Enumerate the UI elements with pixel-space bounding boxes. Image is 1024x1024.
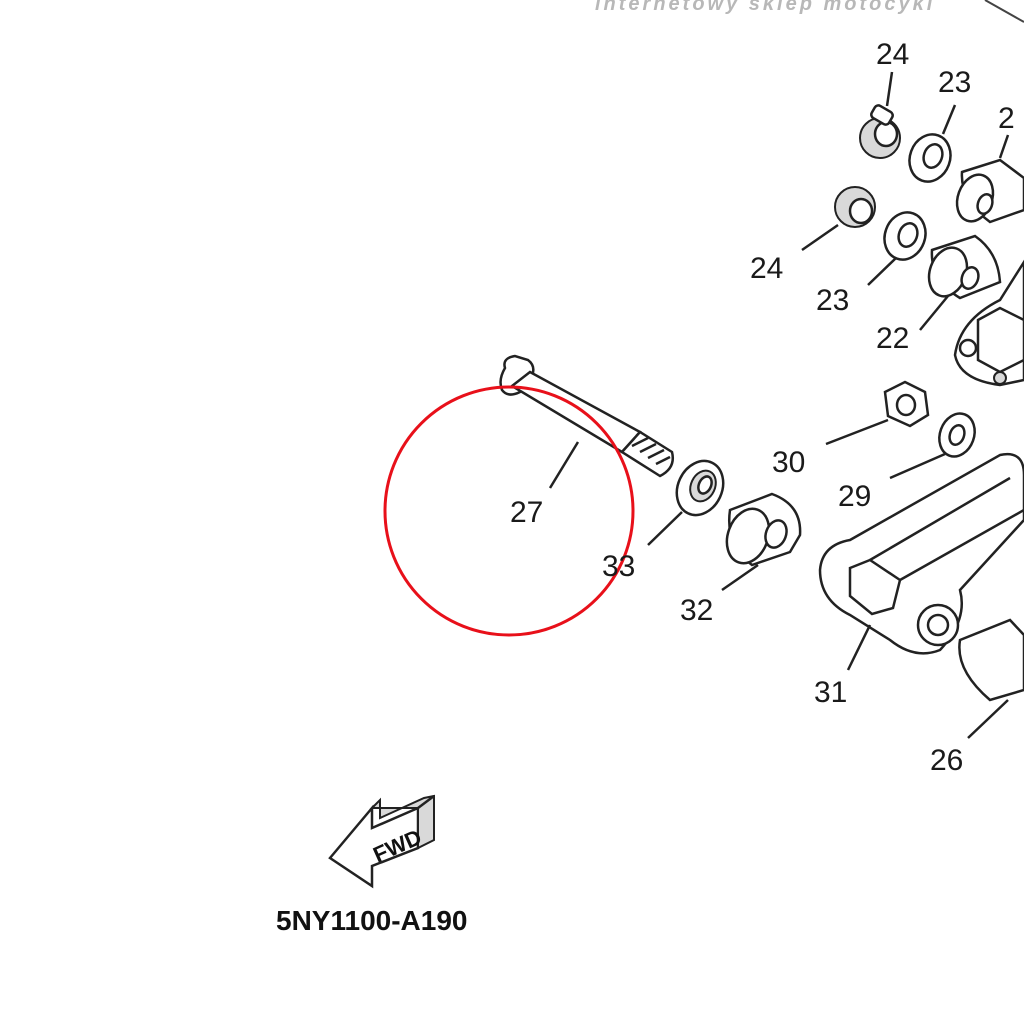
relay-arm-31 — [818, 452, 1024, 702]
label-33: 33 — [602, 550, 635, 583]
leader-24-top — [885, 71, 894, 107]
label-32: 32 — [680, 594, 713, 627]
label-23-bottom: 23 — [816, 284, 849, 317]
leader-30 — [825, 418, 889, 446]
label-29: 29 — [838, 480, 871, 513]
collar-32 — [725, 492, 802, 567]
leader-24-bottom — [801, 223, 839, 252]
collar-24-top — [859, 104, 901, 159]
washer-29 — [938, 412, 976, 458]
label-24-top: 24 — [876, 38, 909, 71]
sleeve-22-bottom — [927, 234, 1002, 300]
label-22: 22 — [876, 322, 909, 355]
leader-27 — [548, 441, 580, 489]
watermark-border-line — [984, 0, 1024, 23]
watermark-text: internetowy sklep motocykl — [595, 0, 935, 15]
label-23-top: 23 — [938, 66, 971, 99]
label-31: 31 — [814, 676, 847, 709]
leader-32 — [721, 563, 759, 592]
leader-26 — [967, 699, 1009, 739]
sleeve-22-top — [955, 158, 1024, 224]
relay-arm-upper — [953, 259, 1024, 387]
label-30: 30 — [772, 446, 805, 479]
label-2x: 2 — [998, 102, 1015, 135]
leader-33 — [647, 511, 683, 546]
nut-30 — [883, 380, 930, 428]
diagram-code: 5NY1100-A190 — [276, 905, 467, 936]
fwd-arrow: FWD — [328, 794, 435, 889]
leader-2x — [998, 134, 1010, 159]
label-26: 26 — [930, 744, 963, 777]
washer-23-bottom — [883, 211, 927, 261]
leader-29 — [889, 452, 946, 480]
highlight-circle — [383, 385, 635, 637]
leader-22 — [919, 295, 949, 331]
leader-31 — [846, 624, 872, 671]
label-27: 27 — [510, 496, 543, 529]
label-24-bottom: 24 — [750, 252, 783, 285]
collar-24-bottom — [834, 186, 876, 228]
leader-23-bottom — [867, 257, 897, 286]
leader-23-top — [941, 104, 957, 135]
bearing-33 — [675, 459, 725, 517]
washer-23-top — [908, 133, 952, 183]
